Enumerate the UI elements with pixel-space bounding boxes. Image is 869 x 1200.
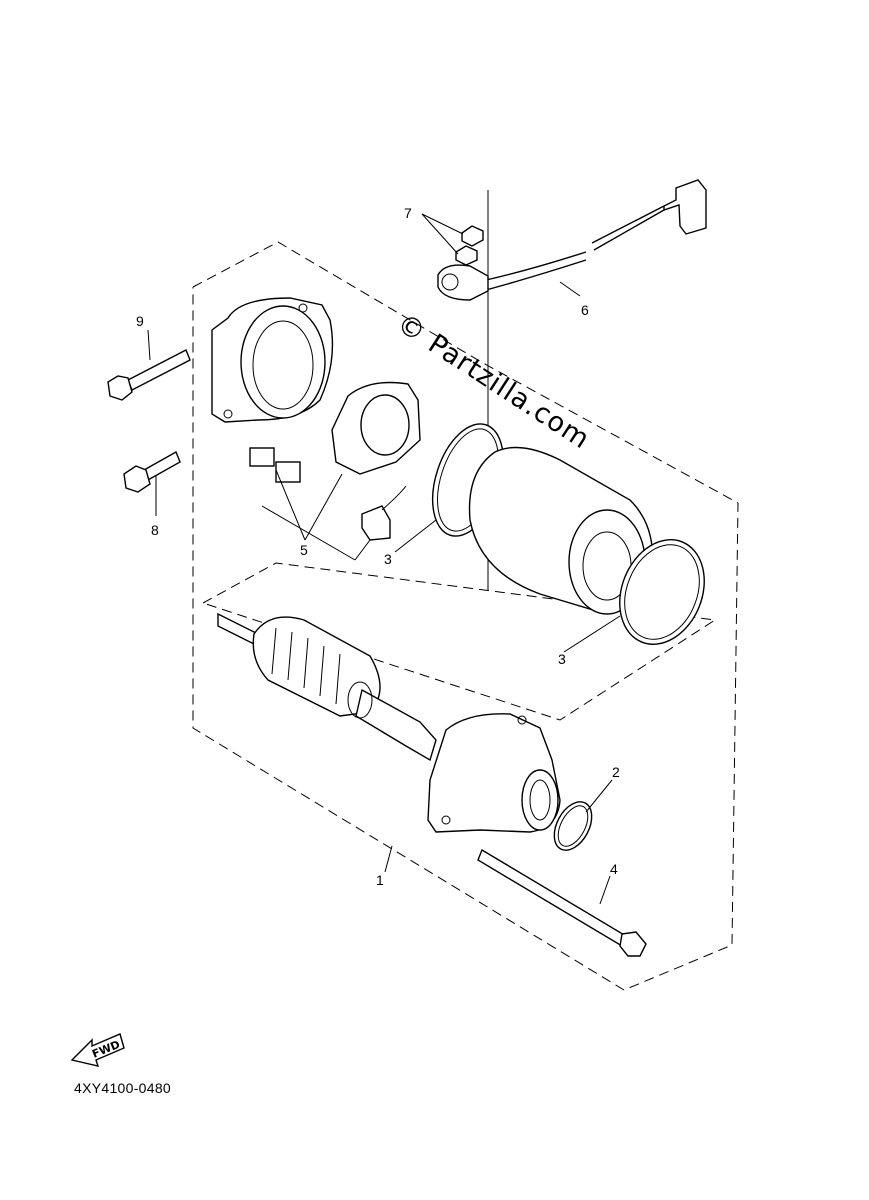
callout-8: 8 <box>151 522 159 538</box>
brush-plate <box>331 381 421 475</box>
nut-set <box>455 225 484 266</box>
leader-lines <box>147 213 621 905</box>
through-bolt <box>477 848 647 957</box>
callout-3a: 3 <box>384 551 392 567</box>
bolt-upper <box>107 349 191 401</box>
fwd-arrow-icon: FWD <box>70 1033 125 1067</box>
o-ring-small-inner <box>557 805 589 847</box>
callout-5: 5 <box>300 542 308 558</box>
callout-2: 2 <box>612 764 620 780</box>
callout-6: 6 <box>581 302 589 318</box>
bolt-lower <box>123 450 181 493</box>
o-ring-lower <box>619 539 705 645</box>
callout-7: 7 <box>404 205 412 221</box>
fwd-label: FWD <box>90 1038 122 1061</box>
callout-9: 9 <box>136 313 144 329</box>
o-ring-small <box>553 801 593 851</box>
callout-1: 1 <box>376 872 384 888</box>
front-cover <box>427 713 561 833</box>
assembly-boundary <box>192 241 739 991</box>
armature <box>217 612 437 762</box>
lead-wire <box>437 179 707 301</box>
callout-3b: 3 <box>558 651 566 667</box>
part-number: 4XY4100-0480 <box>74 1080 172 1096</box>
rear-cover <box>211 297 334 423</box>
o-ring-lower-inner <box>624 544 700 640</box>
brush-set <box>249 447 407 541</box>
callout-4: 4 <box>610 861 618 877</box>
